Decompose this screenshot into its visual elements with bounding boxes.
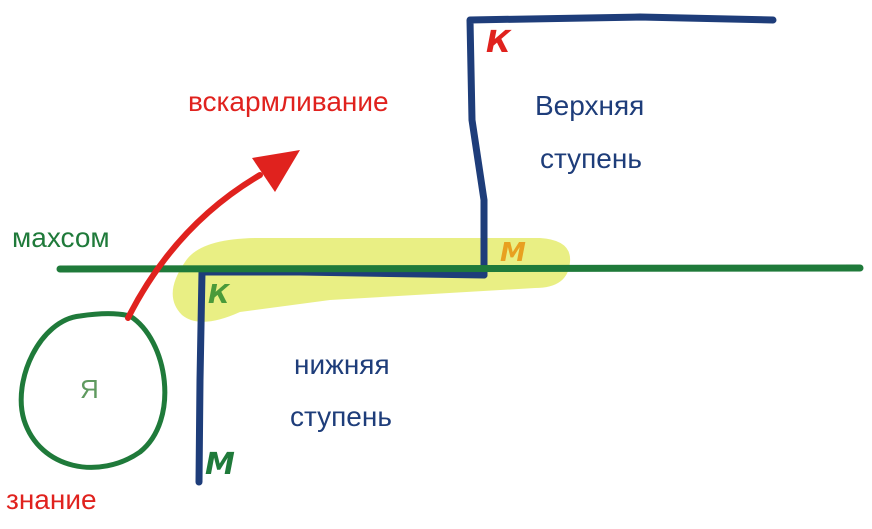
k-upper-marker: К bbox=[486, 25, 511, 60]
lower-step-label-line2: ступень bbox=[290, 401, 392, 432]
feeding-arrow bbox=[125, 172, 263, 321]
self-label: Я bbox=[80, 374, 99, 404]
self-circle bbox=[18, 311, 168, 470]
upper-step-label-line2: ступень bbox=[540, 143, 642, 174]
feeding-label: вскармливание bbox=[188, 86, 389, 117]
knowledge-label: знание bbox=[6, 484, 97, 515]
upper-step-label-line1: Верхняя bbox=[535, 90, 645, 121]
highlight-band bbox=[172, 238, 571, 322]
k-lower-marker: К bbox=[208, 280, 230, 310]
upper-step-outline bbox=[466, 13, 777, 279]
m-bottom-marker: М bbox=[205, 447, 235, 482]
m-middle-marker: М bbox=[500, 238, 526, 268]
feeding-arrowhead bbox=[252, 150, 300, 192]
maxsom-label: махсом bbox=[12, 222, 110, 253]
lower-step-label-line1: нижняя bbox=[294, 349, 390, 380]
maxsom-line bbox=[56, 264, 864, 273]
